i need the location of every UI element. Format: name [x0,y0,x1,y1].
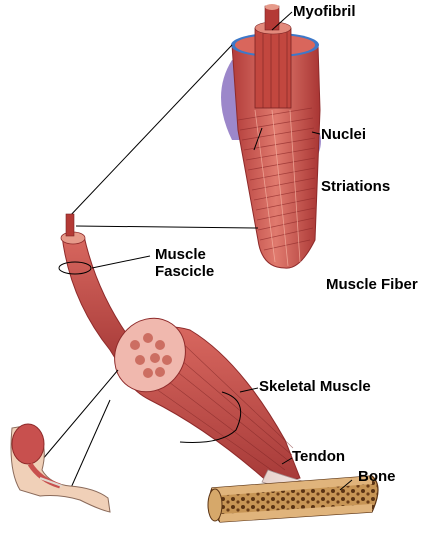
arm-illustration [10,423,111,513]
nuclei-label: Nuclei [321,126,367,143]
skeletal-muscle-label: Skeletal Muscle [259,378,371,395]
myofibril-bundle [254,4,292,109]
tendon-label: Tendon [292,448,346,465]
striations-label: Striations [321,178,391,195]
bone [207,475,379,523]
muscle-fascicle-label-line2: Fascicle [155,263,215,280]
myofibril-label: Myofibril [293,3,356,20]
muscle-fascicle-label-line1: Muscle [155,246,206,263]
muscle-fiber [221,4,321,269]
bone-label: Bone [358,468,396,485]
skeletal-muscle [114,317,301,485]
muscle-fiber-label: Muscle Fiber [326,276,418,293]
